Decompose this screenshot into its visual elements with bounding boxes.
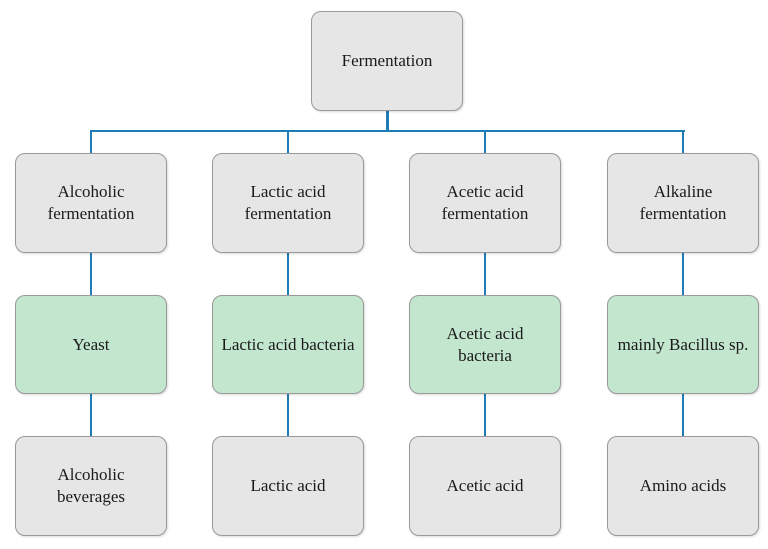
- node-alcoholic-beverages: Alcoholic beverages: [15, 436, 167, 536]
- node-lactic-acid-fermentation: Lactic acid fermentation: [212, 153, 364, 253]
- node-amino-acids: Amino acids: [607, 436, 759, 536]
- type-organism-connector: [484, 253, 486, 295]
- branch-drop-connector: [484, 130, 486, 153]
- node-alkaline-fermentation: Alkaline fermentation: [607, 153, 759, 253]
- node-lactic-acid: Lactic acid: [212, 436, 364, 536]
- branch-drop-connector: [90, 130, 92, 153]
- type-organism-connector: [90, 253, 92, 295]
- organism-product-connector: [90, 394, 92, 436]
- horizontal-bus-connector: [91, 130, 685, 132]
- branch-drop-connector: [287, 130, 289, 153]
- root-node-fermentation: Fermentation: [311, 11, 463, 111]
- root-stem-connector: [386, 111, 389, 132]
- node-yeast: Yeast: [15, 295, 167, 394]
- node-acetic-acid-bacteria: Acetic acid bacteria: [409, 295, 561, 394]
- organism-product-connector: [682, 394, 684, 436]
- node-lactic-acid-bacteria: Lactic acid bacteria: [212, 295, 364, 394]
- organism-product-connector: [287, 394, 289, 436]
- node-alcoholic-fermentation: Alcoholic fermentation: [15, 153, 167, 253]
- branch-drop-connector: [682, 130, 684, 153]
- node-acetic-acid-fermentation: Acetic acid fermentation: [409, 153, 561, 253]
- node-bacillus: mainly Bacillus sp.: [607, 295, 759, 394]
- node-acetic-acid: Acetic acid: [409, 436, 561, 536]
- organism-product-connector: [484, 394, 486, 436]
- type-organism-connector: [287, 253, 289, 295]
- type-organism-connector: [682, 253, 684, 295]
